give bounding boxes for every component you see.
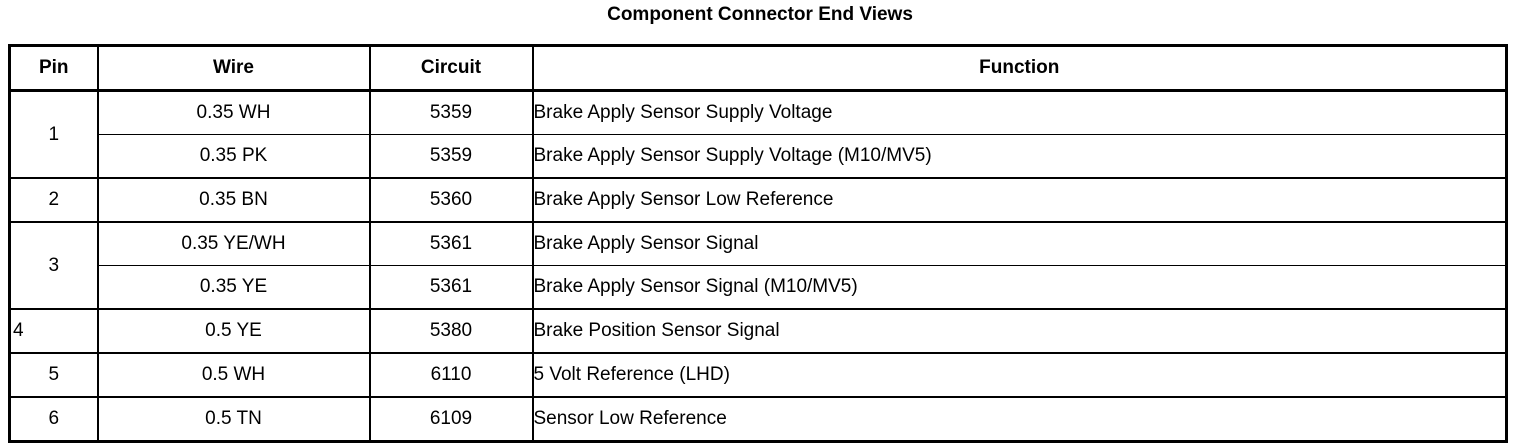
document-page: Component Connector End Views Pin Wire C… [8, 4, 1508, 443]
pin-number-cell: 4 [8, 308, 99, 354]
wire-cell: 0.35 YE [96, 265, 371, 310]
wire-cell: 0.35 PK [96, 134, 371, 179]
table-row: 0.35 PK 5359 Brake Apply Sensor Supply V… [10, 134, 1508, 179]
circuit-cell: 5380 [368, 308, 534, 354]
table-row: 1 0.35 WH 5359 Brake Apply Sensor Supply… [8, 89, 1508, 179]
pin-number-cell: 5 [8, 352, 99, 398]
table-row: 4 0.5 YE 5380 Brake Position Sensor Sign… [8, 308, 1508, 354]
table-header-row: Pin Wire Circuit Function [8, 44, 1508, 92]
circuit-cell: 6109 [368, 396, 534, 443]
pin-number-cell: 1 [8, 89, 99, 179]
table-body: 1 0.35 WH 5359 Brake Apply Sensor Supply… [8, 89, 1508, 443]
column-header-wire: Wire [96, 44, 371, 92]
circuit-cell: 5359 [368, 134, 534, 179]
column-header-function: Function [531, 44, 1508, 92]
function-cell: Brake Position Sensor Signal [531, 308, 1508, 354]
table-row: 3 0.35 YE/WH 5361 Brake Apply Sensor Sig… [8, 221, 1508, 310]
wire-cell: 0.35 WH [96, 89, 371, 135]
wire-cell: 0.5 YE [96, 308, 371, 354]
table-row: 5 0.5 WH 6110 5 Volt Reference (LHD) [8, 352, 1508, 398]
function-cell: Sensor Low Reference [531, 396, 1508, 443]
connector-end-views-table: Pin Wire Circuit Function 1 0.35 WH 5359… [8, 44, 1508, 443]
circuit-cell: 6110 [368, 352, 534, 398]
function-cell: Brake Apply Sensor Low Reference [531, 177, 1508, 223]
function-cell: Brake Apply Sensor Signal (M10/MV5) [531, 265, 1508, 310]
function-cell: Brake Apply Sensor Supply Voltage [531, 89, 1508, 135]
circuit-cell: 5361 [368, 265, 534, 310]
wire-cell: 0.35 BN [96, 177, 371, 223]
column-header-circuit: Circuit [368, 44, 534, 92]
function-cell: Brake Apply Sensor Signal [531, 221, 1508, 266]
column-header-pin: Pin [8, 44, 99, 92]
table-row: 0.35 YE 5361 Brake Apply Sensor Signal (… [10, 265, 1508, 310]
wire-cell: 0.35 YE/WH [96, 221, 371, 266]
pin-number-cell: 6 [8, 396, 99, 443]
circuit-cell: 5359 [368, 89, 534, 135]
pin-number-cell: 3 [8, 221, 99, 310]
circuit-cell: 5361 [368, 221, 534, 266]
table-row: 2 0.35 BN 5360 Brake Apply Sensor Low Re… [8, 177, 1508, 223]
pin-number-cell: 2 [8, 177, 99, 223]
table-header: Pin Wire Circuit Function [8, 44, 1508, 92]
page-title: Component Connector End Views [607, 4, 913, 25]
circuit-cell: 5360 [368, 177, 534, 223]
table-row: 6 0.5 TN 6109 Sensor Low Reference [8, 396, 1508, 443]
function-cell: Brake Apply Sensor Supply Voltage (M10/M… [531, 134, 1508, 179]
wire-cell: 0.5 TN [96, 396, 371, 443]
connector-table-wrapper: Pin Wire Circuit Function 1 0.35 WH 5359… [8, 44, 1508, 443]
wire-cell: 0.5 WH [96, 352, 371, 398]
function-cell: 5 Volt Reference (LHD) [531, 352, 1508, 398]
